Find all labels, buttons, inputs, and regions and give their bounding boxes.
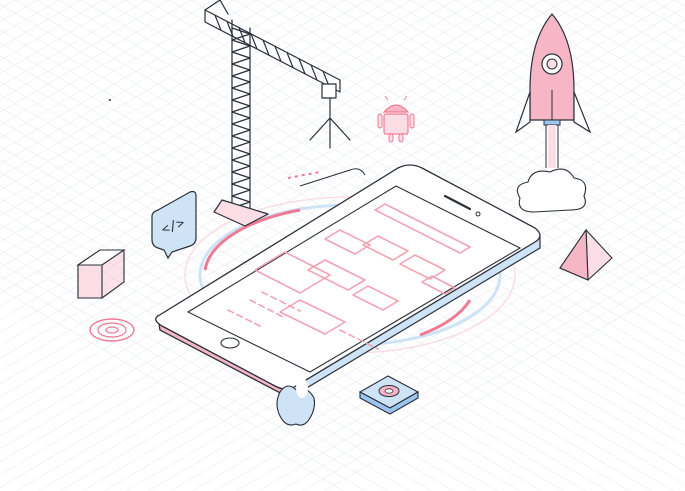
gear-icon — [358, 375, 420, 415]
smartphone — [155, 164, 541, 399]
screen-wireframe — [227, 203, 471, 350]
target-icon — [89, 318, 135, 342]
construction-crane-icon — [204, 0, 351, 227]
apple-icon — [276, 378, 316, 426]
connector-dashes — [287, 168, 366, 187]
pyramid-icon — [559, 228, 613, 281]
home-button — [220, 337, 240, 349]
android-icon — [377, 95, 415, 143]
cube-icon — [76, 248, 126, 300]
code-bubble-icon: </> — [151, 190, 197, 260]
rocket-icon — [514, 13, 592, 213]
speck — [109, 99, 111, 101]
